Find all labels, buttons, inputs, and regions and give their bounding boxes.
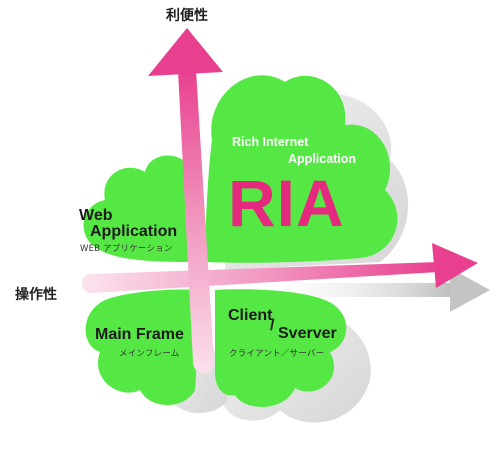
main-frame-subtitle: メインフレーム (119, 349, 180, 359)
web-app-subtitle: WEB アプリケーション (80, 244, 173, 254)
client-server-slash: / (270, 317, 275, 334)
leaf-main-frame (85, 289, 197, 405)
leaf-web-app (83, 155, 195, 262)
leaf-client-server (214, 289, 347, 407)
ria-line2: Application (288, 152, 357, 166)
horizontal-arrow-shadow (250, 268, 490, 312)
horizontal-arrow (82, 243, 478, 293)
horizontal-axis-label: 操作性 (15, 287, 57, 303)
web-app-title-line2: Application (90, 223, 178, 240)
client-server-subtitle: クライアント／サーバー (229, 349, 325, 359)
leaf-ria (205, 75, 398, 263)
ria-line1: Rich Internet (232, 135, 309, 149)
web-app-title-line1: Web (79, 207, 113, 224)
ria-big-text: RIA (228, 166, 345, 240)
main-frame-title: Main Frame (95, 326, 184, 343)
client-server-title-line2: Sverver (278, 325, 337, 342)
vertical-axis-label: 利便性 (166, 8, 208, 24)
clover-leaves (83, 75, 398, 407)
client-server-title-line1: Client (228, 307, 273, 324)
vertical-arrow (148, 28, 223, 373)
